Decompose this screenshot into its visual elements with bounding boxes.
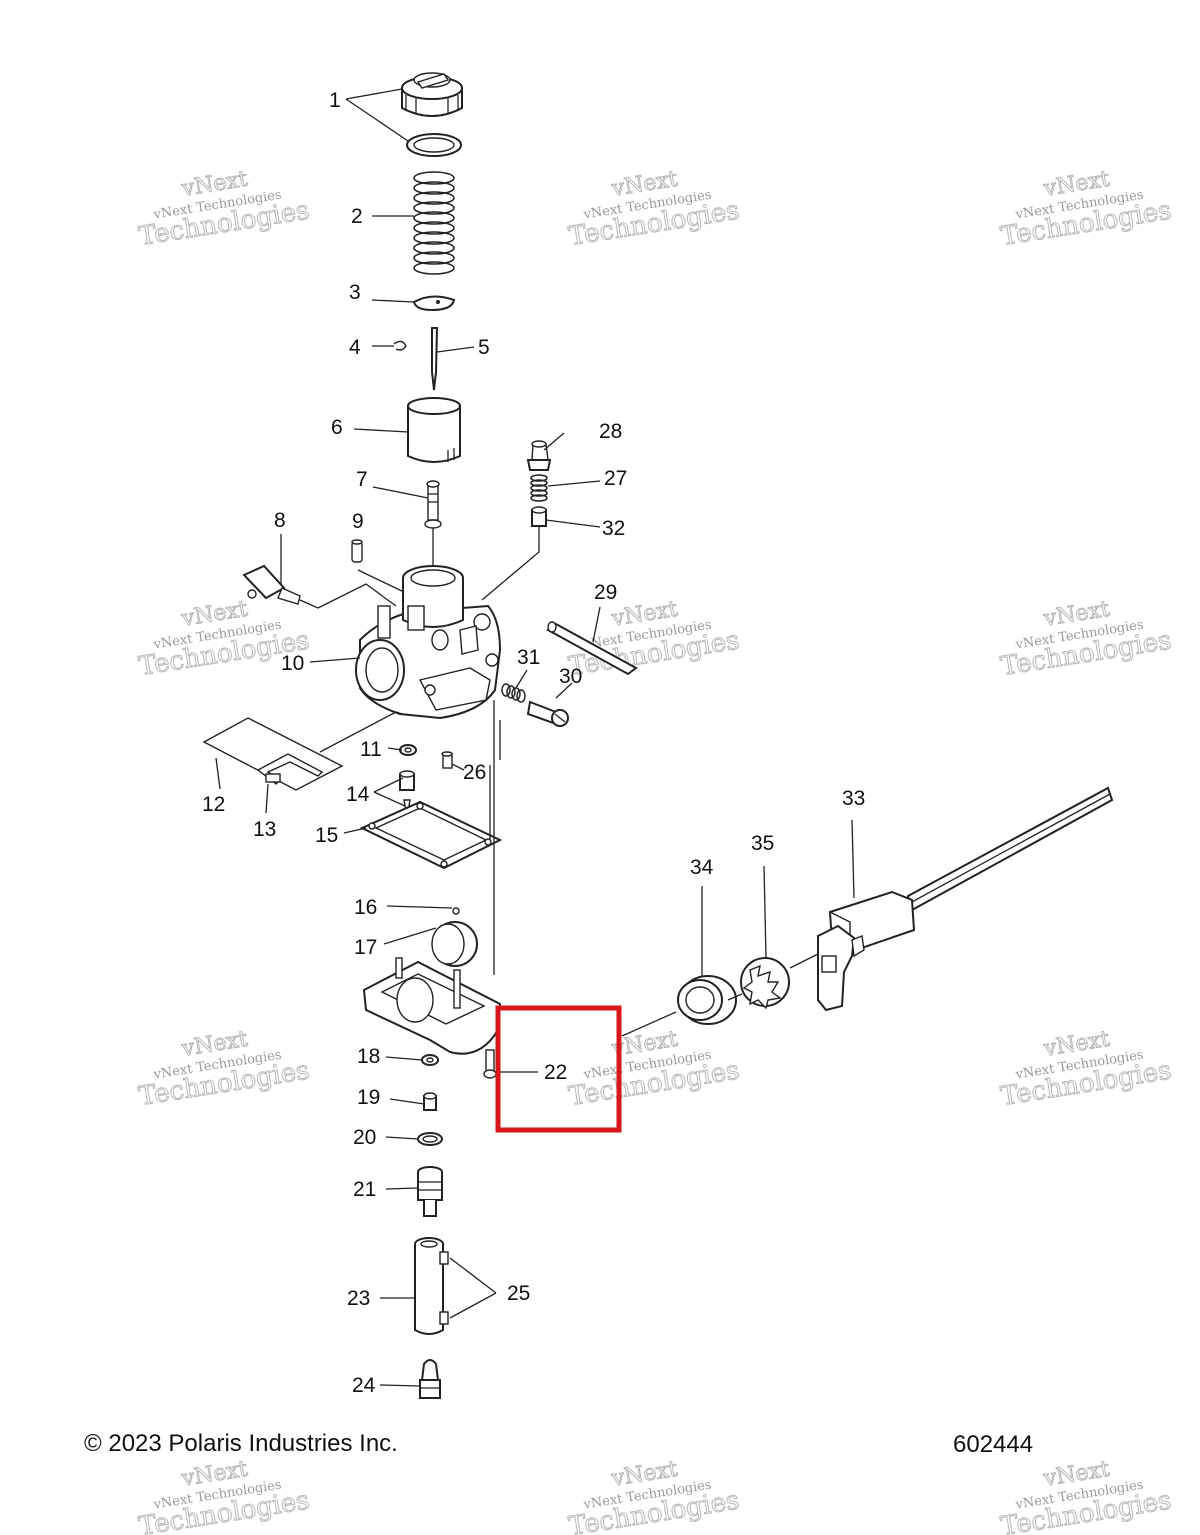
callout-18[interactable]: 18 — [357, 1045, 380, 1068]
callout-23[interactable]: 23 — [347, 1287, 370, 1310]
watermark: Technologies vNext vNext Technologies — [136, 166, 312, 252]
callout-1[interactable]: 1 — [329, 89, 341, 112]
part-throttle-slide[interactable] — [407, 397, 461, 463]
parts — [202, 72, 1114, 1399]
part-float-pin[interactable] — [452, 907, 460, 915]
part-bracket[interactable] — [256, 753, 324, 785]
part-throttle-nut[interactable] — [677, 975, 737, 1025]
part-float-bowl[interactable] — [362, 957, 502, 1055]
part-o-ring[interactable] — [417, 1132, 443, 1146]
callout-4[interactable]: 4 — [349, 336, 361, 359]
callout-35[interactable]: 35 — [751, 832, 774, 855]
callout-32[interactable]: 32 — [602, 517, 625, 540]
callout-22[interactable]: 22 — [544, 1061, 567, 1084]
part-bowl-screw[interactable] — [483, 1049, 497, 1079]
leader-lines — [215, 88, 855, 1387]
watermark: Technologies vNext vNext Technologies — [998, 166, 1174, 252]
part-cap-gasket[interactable] — [406, 133, 462, 157]
watermark: Technologies vNext vNext Technologies — [566, 1456, 742, 1535]
part-clamp-upper[interactable] — [439, 1251, 449, 1265]
part-rod[interactable] — [546, 621, 638, 676]
callout-27[interactable]: 27 — [604, 467, 627, 490]
part-throttle-housing[interactable] — [817, 786, 1114, 1012]
part-clamp-lower[interactable] — [439, 1311, 449, 1325]
callout-20[interactable]: 20 — [353, 1126, 376, 1149]
part-pin[interactable] — [351, 539, 363, 563]
callout-9[interactable]: 9 — [352, 510, 364, 533]
callout-17[interactable]: 17 — [354, 936, 377, 959]
callout-7[interactable]: 7 — [356, 468, 368, 491]
callout-2[interactable]: 2 — [351, 205, 363, 228]
part-washer[interactable] — [399, 744, 417, 756]
callout-24[interactable]: 24 — [352, 1374, 376, 1397]
part-bowl-gasket[interactable] — [359, 800, 503, 870]
part-tube[interactable] — [414, 1237, 444, 1335]
part-spring[interactable] — [413, 171, 455, 275]
part-carburetor-body[interactable] — [355, 565, 502, 720]
watermark: Technologies vNext vNext Technologies — [566, 166, 742, 252]
watermark: Technologies vNext vNext Technologies — [136, 1456, 312, 1535]
watermark: Technologies vNext vNext Technologies — [998, 1026, 1174, 1112]
callout-5[interactable]: 5 — [478, 336, 490, 359]
part-plunger-cap[interactable] — [531, 506, 547, 527]
watermark: Technologies vNext vNext Technologies — [998, 596, 1174, 682]
part-jet-holder[interactable] — [399, 770, 415, 813]
part-pilot-screw[interactable] — [424, 480, 442, 562]
callout-11[interactable]: 11 — [360, 738, 382, 761]
part-retainer-plate[interactable] — [412, 295, 456, 312]
highlight-box — [495, 1005, 622, 1133]
callout-12[interactable]: 12 — [202, 793, 225, 816]
callout-30[interactable]: 30 — [559, 665, 582, 688]
callout-16[interactable]: 16 — [354, 896, 377, 919]
callout-29[interactable]: 29 — [594, 581, 617, 604]
part-choke-plunger[interactable] — [242, 564, 319, 609]
callout-28[interactable]: 28 — [599, 420, 622, 443]
watermark: Technologies vNext vNext Technologies — [566, 596, 742, 682]
copyright-text: © 2023 Polaris Industries Inc. — [84, 1430, 398, 1457]
part-idle-screw[interactable] — [526, 700, 569, 727]
part-jet-needle[interactable] — [431, 327, 439, 391]
callout-10[interactable]: 10 — [281, 652, 304, 675]
callout-19[interactable]: 19 — [357, 1086, 380, 1109]
callout-14[interactable]: 14 — [346, 783, 370, 806]
callout-34[interactable]: 34 — [690, 856, 714, 879]
part-fitting[interactable] — [417, 1166, 443, 1217]
part-adjuster-spring[interactable] — [530, 474, 548, 502]
part-idle-spring[interactable] — [501, 683, 526, 703]
callout-8[interactable]: 8 — [274, 509, 286, 532]
callout-31[interactable]: 31 — [517, 646, 540, 669]
watermark: Technologies vNext vNext Technologies — [136, 1026, 312, 1112]
callout-15[interactable]: 15 — [315, 824, 338, 847]
part-needle-clip[interactable] — [393, 340, 407, 351]
watermark: Technologies vNext vNext Technologies — [566, 1026, 742, 1112]
watermark: Technologies vNext vNext Technologies — [998, 1456, 1174, 1535]
part-small-screw[interactable] — [441, 751, 453, 769]
part-drain-plug[interactable] — [423, 1092, 437, 1111]
callout-13[interactable]: 13 — [253, 818, 276, 841]
part-lower-fitting[interactable] — [419, 1359, 441, 1399]
part-lock-washer[interactable] — [740, 957, 790, 1010]
callout-6[interactable]: 6 — [331, 416, 343, 439]
callout-33[interactable]: 33 — [842, 787, 865, 810]
part-adjuster-nut[interactable] — [526, 440, 552, 471]
callout-25[interactable]: 25 — [507, 1282, 530, 1305]
callout-labels: 1 2 3 4 5 6 7 8 9 10 11 12 13 14 15 16 1… — [202, 89, 865, 1397]
callout-26[interactable]: 26 — [463, 761, 486, 784]
part-float[interactable] — [431, 921, 478, 967]
callout-21[interactable]: 21 — [353, 1178, 376, 1201]
part-cap[interactable] — [401, 72, 463, 117]
diagram-number: 602444 — [953, 1431, 1033, 1458]
callout-3[interactable]: 3 — [349, 281, 361, 304]
part-drain-washer[interactable] — [421, 1054, 439, 1066]
